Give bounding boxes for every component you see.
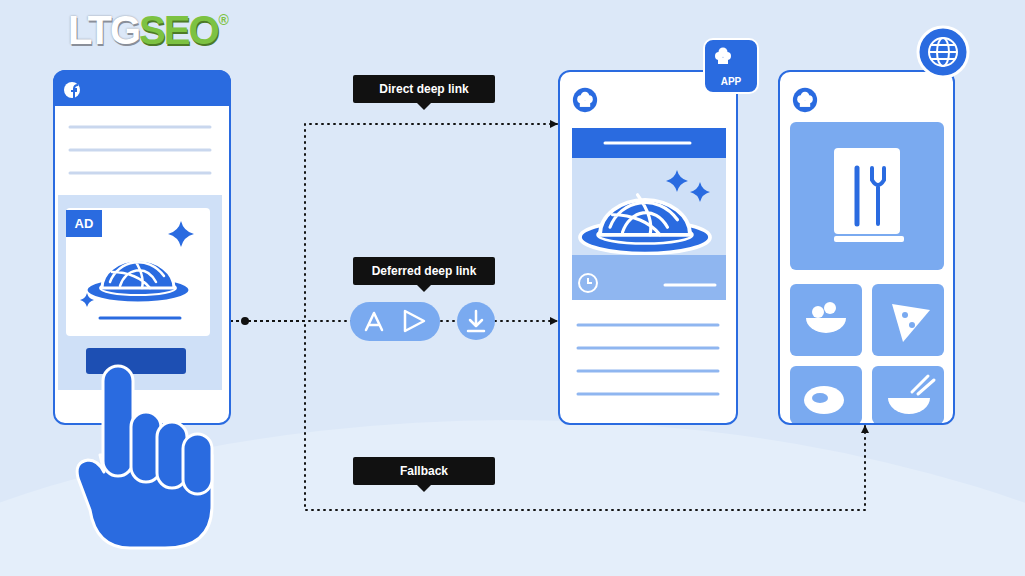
- edge-label: Deferred deep link: [353, 257, 495, 285]
- pointing-hand: [157, 422, 187, 488]
- dotted-connector: [231, 320, 558, 322]
- app-phone-art: [665, 284, 715, 287]
- start-dot: [241, 317, 249, 325]
- ad-phone-art: [70, 127, 210, 173]
- app-phone-art: [579, 274, 597, 292]
- web-phone-art: [812, 306, 824, 318]
- web-phone-art: [912, 376, 934, 394]
- web-phone-art: [778, 70, 955, 425]
- pointing-hand: [183, 434, 212, 494]
- app-phone-art: [690, 182, 710, 202]
- ad-phone-art: [58, 195, 222, 390]
- app-badge: APP: [703, 38, 759, 94]
- phone-screen: APP: [558, 70, 738, 425]
- app-phone-art: [572, 128, 726, 300]
- download-icon: [468, 311, 484, 331]
- dotted-connector: [231, 124, 558, 321]
- pointing-hand: [103, 366, 133, 476]
- app-phone-art: [578, 325, 718, 394]
- phone-screen: [778, 70, 955, 425]
- globe-badge: [937, 38, 949, 66]
- ad-phone-art: [86, 348, 186, 374]
- ad-phone-art: [53, 70, 231, 425]
- ad-phone-art: [80, 293, 94, 307]
- globe-badge: [929, 38, 957, 66]
- web-phone-art: [834, 236, 904, 242]
- ad-phone-art: [64, 82, 80, 98]
- logo: LTGSEO®: [68, 8, 229, 53]
- dotted-connector: [231, 321, 865, 510]
- app-phone-art: [572, 128, 726, 158]
- web-phone-art: [872, 284, 944, 356]
- pointing-hand: [77, 455, 212, 548]
- web-phone-art: [806, 318, 846, 333]
- web-phone-art: [902, 312, 908, 318]
- globe-badge: [929, 45, 957, 59]
- store-pill: [366, 313, 382, 330]
- ad-phone-art: [168, 221, 194, 247]
- web-phone-art: [892, 304, 930, 342]
- app-phone-art: [588, 278, 592, 283]
- app-phone-art: [573, 88, 597, 112]
- download-icon: [457, 302, 495, 340]
- web-phone-art: [793, 88, 817, 112]
- edge-label: Direct deep link: [353, 75, 495, 103]
- store-pill: [405, 311, 424, 331]
- app-phone-art: [558, 70, 738, 425]
- ad-tag: AD: [66, 210, 102, 237]
- web-phone-art: [888, 398, 930, 414]
- web-phone-art: [790, 284, 862, 356]
- web-phone-art: [778, 70, 955, 425]
- store-pill: [350, 302, 440, 341]
- web-phone-art: [855, 168, 860, 224]
- app-phone-art: [605, 142, 690, 145]
- app-phone-art: [572, 255, 726, 300]
- ad-phone-art: [66, 208, 210, 336]
- web-phone-art: [790, 122, 944, 270]
- logo-text: LTG: [68, 8, 139, 53]
- ad-phone-art: [53, 70, 231, 425]
- app-phone-art: [558, 70, 738, 425]
- web-phone-art: [812, 393, 828, 403]
- web-phone-art: [790, 366, 862, 424]
- web-phone-art: [804, 386, 844, 414]
- ad-phone-art: [53, 70, 231, 106]
- web-phone-art: [834, 148, 900, 234]
- web-phone-art: [824, 302, 836, 314]
- web-phone-art: [872, 366, 944, 424]
- edge-label: Fallback: [353, 457, 495, 485]
- app-phone-art: [580, 195, 710, 254]
- ad-phone-art: [86, 256, 190, 303]
- pointing-hand: [131, 412, 161, 482]
- web-phone-art: [909, 322, 915, 328]
- app-phone-art: [666, 170, 688, 192]
- floor-arc: [0, 420, 1025, 576]
- logo-text: SEO: [139, 8, 217, 53]
- registered-mark: ®: [219, 12, 229, 28]
- ad-phone-art: [100, 317, 180, 320]
- web-phone-art: [872, 168, 884, 224]
- store-pill: [350, 302, 440, 341]
- pointing-hand: [77, 366, 212, 548]
- ad-phone-art: [71, 85, 78, 98]
- download-icon: [457, 302, 495, 340]
- phone-screen: AD: [53, 70, 231, 425]
